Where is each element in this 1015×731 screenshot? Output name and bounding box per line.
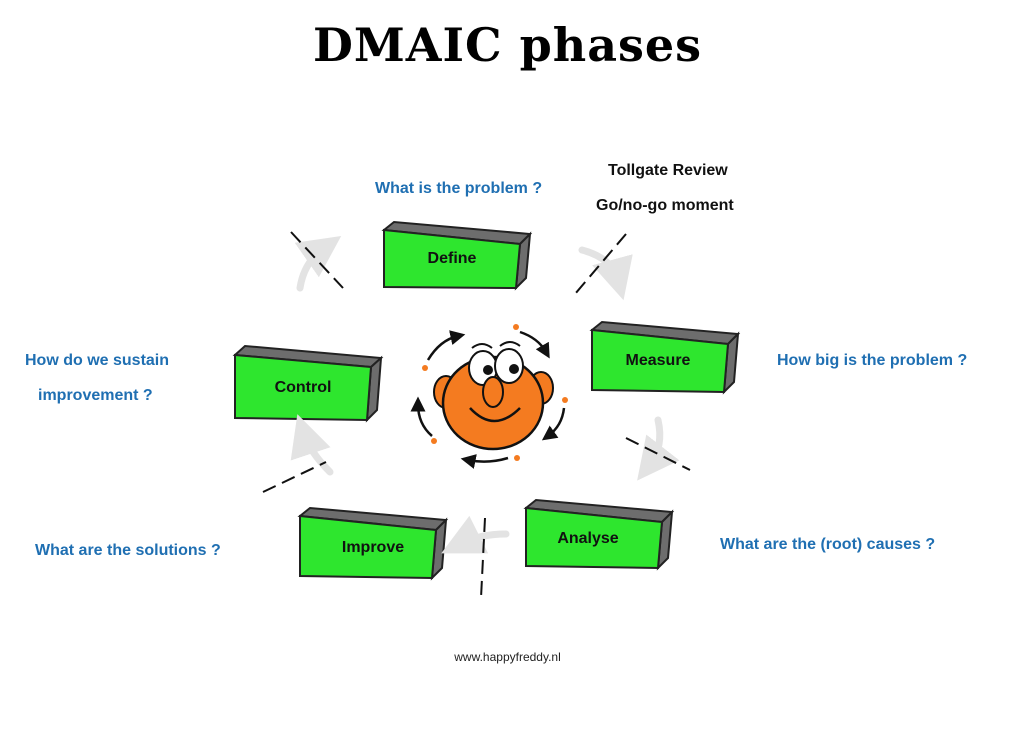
cycle-arrows-icon xyxy=(410,330,566,469)
footer-url: www.happyfreddy.nl xyxy=(454,650,561,664)
tollgate-review-label: Tollgate Review xyxy=(608,162,728,179)
freddy-face-icon xyxy=(433,341,554,451)
measure-label: Measure xyxy=(625,352,691,369)
analyse-label: Analyse xyxy=(557,530,619,547)
measure-box xyxy=(589,320,741,395)
go-no-go-label: Go/no-go moment xyxy=(596,197,734,214)
control-question-line1: How do we sustain xyxy=(25,352,170,369)
define-question: What is the problem ? xyxy=(375,180,543,197)
measure-question: How big is the problem ? xyxy=(777,352,968,369)
flow-arrows xyxy=(290,235,680,554)
cycle-dots xyxy=(422,324,568,461)
improve-question: What are the solutions ? xyxy=(35,542,221,559)
improve-label: Improve xyxy=(341,539,405,556)
page-title: DMAIC phases xyxy=(312,18,703,72)
control-label: Control xyxy=(274,379,332,396)
analyse-question: What are the (root) causes ? xyxy=(720,536,936,553)
define-box xyxy=(381,220,533,291)
control-question-line2: improvement ? xyxy=(38,387,153,404)
define-label: Define xyxy=(427,250,477,267)
tollgate-lines xyxy=(262,231,691,599)
analyse-box xyxy=(523,498,675,571)
control-box xyxy=(232,344,384,423)
